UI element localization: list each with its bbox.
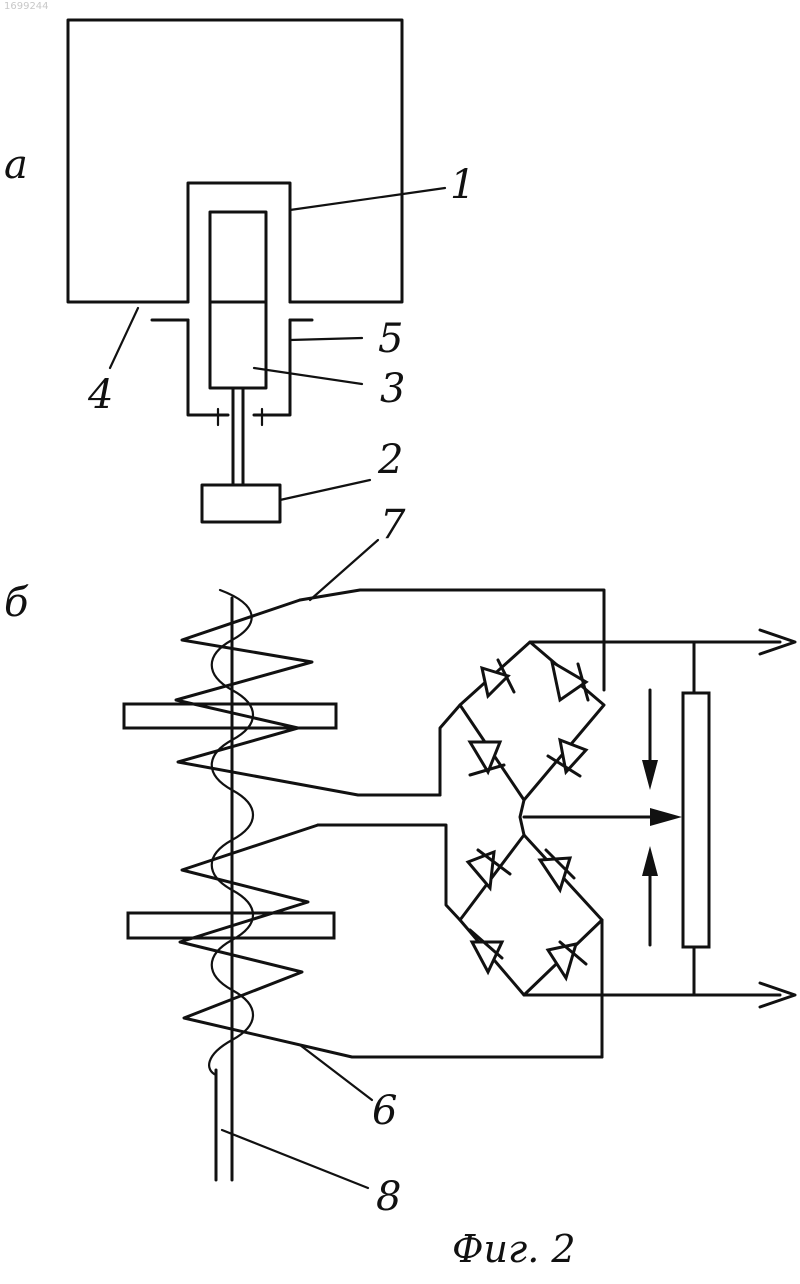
diode-icon (548, 944, 576, 978)
leader-4 (110, 308, 138, 368)
panel-label-b: б (4, 580, 29, 626)
callout-1: 1 (450, 162, 475, 208)
callout-2: 2 (377, 437, 403, 483)
callout-7: 7 (380, 502, 406, 548)
callout-5: 5 (378, 316, 403, 362)
leader-3 (254, 368, 362, 384)
document-number: 1699244 (4, 1, 49, 12)
sleeve-5-right (254, 320, 290, 415)
load-resistor (683, 642, 709, 995)
callout-4: 4 (87, 372, 113, 418)
signal-arrows (642, 630, 795, 1007)
callout-3: 3 (380, 366, 405, 412)
leader-8 (222, 1130, 368, 1188)
leader-2 (280, 480, 370, 500)
arrow-right-icon (650, 808, 682, 826)
callout-6: 6 (372, 1088, 397, 1134)
diode-icon (540, 858, 570, 890)
panel-label-a: a (4, 142, 28, 188)
leader-1 (290, 188, 445, 210)
coil-7 (176, 600, 440, 795)
arrow-down-icon (642, 760, 658, 790)
housing-4 (68, 20, 402, 302)
panel-b-leaders (222, 540, 378, 1188)
core-3 (210, 212, 266, 388)
diode-icon (552, 662, 586, 700)
panel-a-mechanism (68, 20, 402, 522)
sleeve-1 (188, 183, 290, 302)
arrow-up-icon (642, 846, 658, 876)
leader-5 (290, 338, 362, 340)
sleeve-5-left (188, 320, 228, 415)
diodes (468, 660, 588, 978)
rectifier-bridge-upper (460, 642, 604, 800)
callout-8: 8 (376, 1174, 401, 1220)
magnet-plate-upper (124, 704, 336, 728)
weight-2 (202, 485, 280, 522)
figure-caption: Фиг. 2 (452, 1227, 576, 1271)
